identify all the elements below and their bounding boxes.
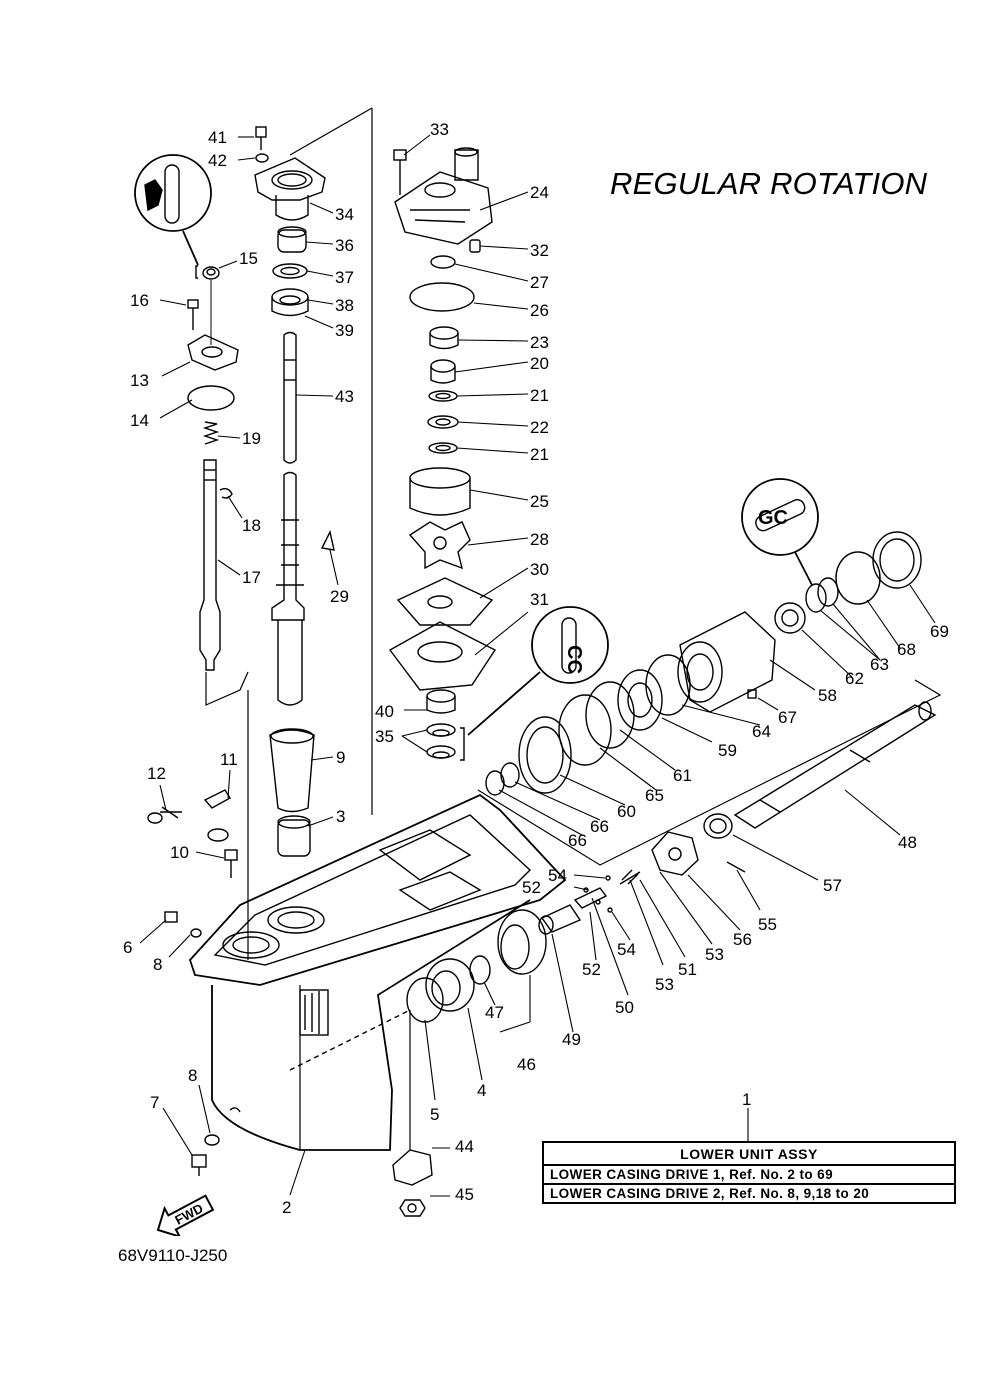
callout-51: 51 <box>678 960 697 979</box>
callout-24: 24 <box>530 183 549 202</box>
callout-65: 65 <box>645 786 664 805</box>
callout-48: 48 <box>898 833 917 852</box>
callout-58: 58 <box>818 686 837 705</box>
callout-28: 28 <box>530 530 549 549</box>
callout-66-right: 66 <box>590 817 609 836</box>
callout-69: 69 <box>930 622 949 641</box>
callout-18: 18 <box>242 516 261 535</box>
callout-35: 35 <box>375 727 394 746</box>
callout-33: 33 <box>430 120 449 139</box>
callout-22: 22 <box>530 418 549 437</box>
callout-1: 1 <box>742 1090 751 1109</box>
callout-44: 44 <box>455 1137 474 1156</box>
callout-62: 62 <box>845 669 864 688</box>
callout-9: 9 <box>336 748 345 767</box>
callout-43: 43 <box>335 387 354 406</box>
callout-numbers: 41 42 34 36 37 38 39 43 15 16 13 14 19 1… <box>123 120 949 1217</box>
callout-16: 16 <box>130 291 149 310</box>
callout-66-left: 66 <box>568 831 587 850</box>
callout-8-lower: 8 <box>188 1066 197 1085</box>
callout-23: 23 <box>530 333 549 352</box>
callout-54-lower: 54 <box>617 940 636 959</box>
callout-41: 41 <box>208 128 227 147</box>
callout-54-upper: 54 <box>548 866 567 885</box>
callout-31: 31 <box>530 590 549 609</box>
callout-21-upper: 21 <box>530 386 549 405</box>
callout-27: 27 <box>530 273 549 292</box>
callout-5: 5 <box>430 1105 439 1124</box>
leader-lines <box>139 134 936 1197</box>
callout-60: 60 <box>617 802 636 821</box>
callout-13: 13 <box>130 371 149 390</box>
svg-text:GC: GC <box>758 507 788 529</box>
callout-50: 50 <box>615 998 634 1017</box>
drive-shaft-group <box>254 126 326 857</box>
callout-63: 63 <box>870 655 889 674</box>
callout-52-lower: 52 <box>582 960 601 979</box>
shift-rod-group <box>134 154 335 671</box>
diagram-title: REGULAR ROTATION <box>610 166 928 201</box>
callout-3: 3 <box>336 807 345 826</box>
callout-56: 56 <box>733 930 752 949</box>
document-id: 68V9110-J250 <box>118 1246 228 1265</box>
callout-34: 34 <box>335 205 354 224</box>
callout-47: 47 <box>485 1003 504 1022</box>
callout-39: 39 <box>335 321 354 340</box>
callout-30: 30 <box>530 560 549 579</box>
callout-21-lower: 21 <box>530 445 549 464</box>
callout-12: 12 <box>147 764 166 783</box>
callout-11: 11 <box>220 750 238 769</box>
callout-57: 57 <box>823 876 842 895</box>
callout-52-upper: 52 <box>522 878 541 897</box>
callout-64: 64 <box>752 722 771 741</box>
callout-53-upper: 53 <box>705 945 724 964</box>
callout-67: 67 <box>778 708 797 727</box>
callout-49: 49 <box>562 1030 581 1049</box>
callout-15: 15 <box>239 249 258 268</box>
callout-53-lower: 53 <box>655 975 674 994</box>
callout-42: 42 <box>208 151 227 170</box>
callout-17: 17 <box>242 568 261 587</box>
callout-26: 26 <box>530 301 549 320</box>
callout-55: 55 <box>758 915 777 934</box>
legend-header: LOWER UNIT ASSY <box>544 1143 954 1166</box>
callout-40: 40 <box>375 702 394 721</box>
propeller-shaft-group: GC <box>392 478 942 1217</box>
callout-2: 2 <box>282 1198 291 1217</box>
callout-37: 37 <box>335 268 354 287</box>
lower-unit-legend: LOWER UNIT ASSY LOWER CASING DRIVE 1, Re… <box>542 1141 956 1204</box>
callout-32: 32 <box>530 241 549 260</box>
callout-10: 10 <box>170 843 189 862</box>
callout-6: 6 <box>123 938 132 957</box>
callout-19: 19 <box>242 429 261 448</box>
callout-38: 38 <box>335 296 354 315</box>
callout-25: 25 <box>530 492 549 511</box>
callout-68: 68 <box>897 640 916 659</box>
callout-29: 29 <box>330 587 349 606</box>
water-pump-group: CC <box>388 147 609 761</box>
callout-45: 45 <box>455 1185 474 1204</box>
callout-14: 14 <box>130 411 149 430</box>
legend-row-drive-1: LOWER CASING DRIVE 1, Ref. No. 2 to 69 <box>550 1167 833 1182</box>
legend-row-drive-2: LOWER CASING DRIVE 2, Ref. No. 8, 9,18 t… <box>544 1183 954 1202</box>
callout-4: 4 <box>477 1081 486 1100</box>
svg-text:CC: CC <box>563 645 585 674</box>
callout-36: 36 <box>335 236 354 255</box>
fwd-arrow-icon: FWD <box>156 1194 215 1236</box>
callout-20: 20 <box>530 354 549 373</box>
callout-59: 59 <box>718 741 737 760</box>
callout-61: 61 <box>673 766 692 785</box>
lower-casing <box>147 107 567 1176</box>
callout-46: 46 <box>517 1055 536 1074</box>
callout-7: 7 <box>150 1093 159 1112</box>
callout-8-upper: 8 <box>153 955 162 974</box>
